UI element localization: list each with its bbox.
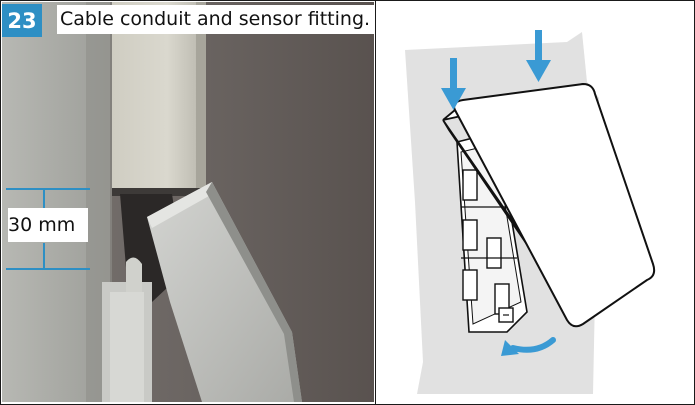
photo-drawing	[2, 2, 374, 402]
measurement-annotation: 30 mm	[8, 208, 88, 242]
panel-divider	[375, 1, 376, 404]
sensor-fitting-illustration	[377, 2, 693, 402]
measurement-label: 30 mm	[8, 214, 76, 236]
curved-arrow	[501, 337, 556, 356]
step-title: Cable conduit and sensor fitting.	[57, 5, 375, 34]
down-arrow-left	[441, 58, 466, 110]
installation-photo	[2, 2, 374, 402]
down-arrow-right	[526, 30, 551, 82]
step-number-badge: 23	[2, 4, 42, 37]
illustration-drawing	[405, 30, 656, 394]
